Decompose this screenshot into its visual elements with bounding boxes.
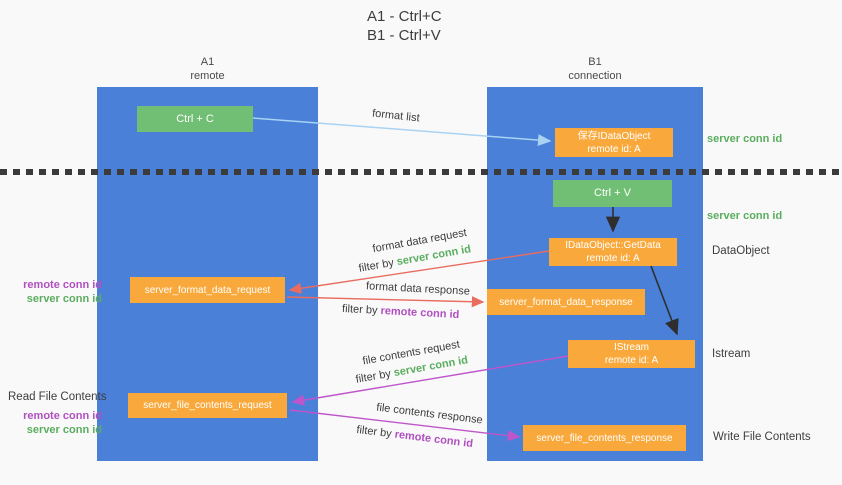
lane-b1-name: B1 xyxy=(588,56,602,68)
file-contents-response-label: file contents response xyxy=(375,401,484,427)
server-format-data-response-node: server_format_data_response xyxy=(487,289,645,315)
title-line-1: A1 - Ctrl+C xyxy=(367,8,442,25)
server-file-contents-response-node: server_file_contents_response xyxy=(523,425,686,451)
left-conn-id-pair-top: remote conn id server conn id xyxy=(10,278,102,306)
save-idataobject-node: 保存IDataObject remote id: A xyxy=(555,128,673,157)
save-idataobject-line2: remote id: A xyxy=(587,143,641,155)
filter-by-text-2: filter by xyxy=(341,302,378,317)
server-conn-id-label-1: server conn id xyxy=(26,293,102,305)
format-data-response-label: format data response xyxy=(365,280,471,298)
remote-conn-id-label-2: remote conn id xyxy=(23,410,102,422)
lane-b1-sub: connection xyxy=(568,70,622,82)
filter-by-text-4: filter by xyxy=(355,423,393,441)
dotted-divider-line xyxy=(0,169,842,175)
lane-a1-sub: remote xyxy=(190,70,225,82)
istream-node: IStream remote id: A xyxy=(568,340,695,368)
getdata-line2: remote id: A xyxy=(586,253,640,264)
ctrl-c-node: Ctrl + C xyxy=(137,106,253,132)
filter-remote-conn-id-1: remote conn id xyxy=(380,304,460,322)
remote-conn-id-label-1: remote conn id xyxy=(23,279,102,291)
file-response-filter-label: filter by remote conn id xyxy=(356,424,474,450)
ctrl-v-label: Ctrl + V xyxy=(594,187,631,199)
save-idataobject-line1: 保存IDataObject xyxy=(577,130,651,142)
ctrl-c-label: Ctrl + C xyxy=(176,112,214,125)
server-file-contents-response-label: server_file_contents_response xyxy=(536,432,673,444)
left-conn-id-pair-bottom: remote conn id server conn id xyxy=(10,409,102,437)
getdata-line1: IDataObject::GetData xyxy=(565,240,661,251)
server-file-contents-request-label: server_file_contents_request xyxy=(143,400,272,411)
idataobject-getdata-node: IDataObject::GetData remote id: A xyxy=(549,238,677,266)
lane-header-b1: B1 connection xyxy=(487,55,703,83)
server-conn-id-label-mid: server conn id xyxy=(707,210,783,222)
istream-side-label: Istream xyxy=(712,348,751,360)
filter-by-text-1: filter by xyxy=(357,256,395,275)
filter-remote-conn-id-2: remote conn id xyxy=(393,428,474,451)
server-format-data-request-node: server_format_data_request xyxy=(130,277,285,303)
format-response-filter-label: filter by remote conn id xyxy=(342,303,460,321)
istream-line1: IStream xyxy=(613,342,649,353)
title-line-2: B1 - Ctrl+V xyxy=(367,27,441,44)
diagram-title: A1 - Ctrl+C B1 - Ctrl+V xyxy=(367,7,442,45)
server-format-data-request-label: server_format_data_request xyxy=(144,284,271,296)
write-file-contents-label: Write File Contents xyxy=(713,431,811,443)
ctrl-v-node: Ctrl + V xyxy=(553,180,672,207)
lane-header-a1: A1 remote xyxy=(97,55,318,83)
server-file-contents-request-node: server_file_contents_request xyxy=(128,393,287,418)
dataobject-label: DataObject xyxy=(712,245,770,257)
filter-by-text-3: filter by xyxy=(354,367,392,386)
read-file-contents-label: Read File Contents xyxy=(8,391,107,403)
istream-line2: remote id: A xyxy=(604,355,659,366)
lane-a1-name: A1 xyxy=(200,56,215,68)
server-conn-id-label-2: server conn id xyxy=(26,424,102,436)
server-format-data-response-label: server_format_data_response xyxy=(499,296,633,308)
server-conn-id-label-top: server conn id xyxy=(707,133,783,145)
format-list-label: format list xyxy=(371,107,421,125)
